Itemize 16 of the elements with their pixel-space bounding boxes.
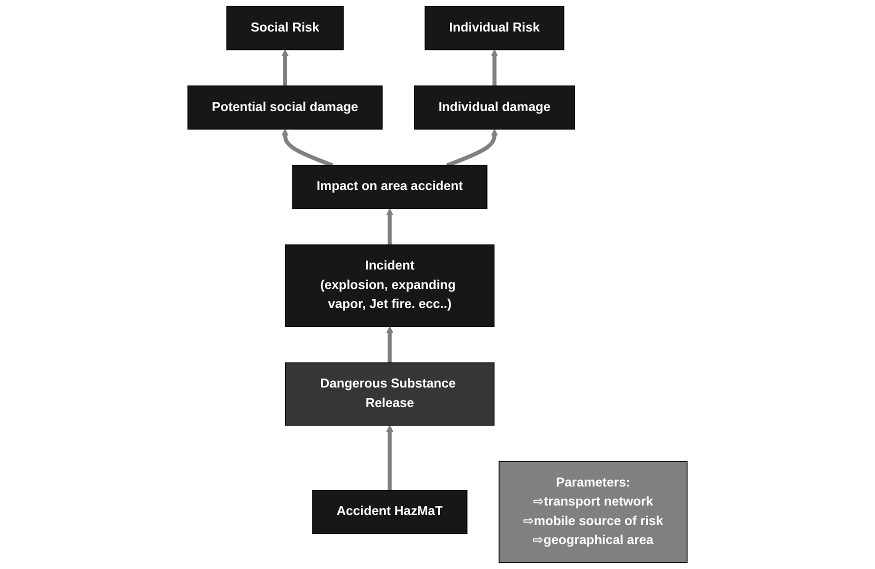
- node-box: Accident HazMaT: [312, 490, 468, 534]
- arrow: [490, 49, 498, 86]
- node-box: Parameters: ⇨transport network ⇨mobile source of risk ⇨geographical area: [498, 461, 688, 563]
- node-box: Impact on area accident: [292, 164, 488, 210]
- node-box: Individual Risk: [424, 6, 564, 50]
- node-box: Individual damage: [414, 85, 575, 130]
- node-box: Social Risk: [226, 6, 344, 50]
- arrow: [386, 425, 394, 490]
- arrow: [446, 128, 498, 168]
- arrow: [282, 128, 334, 168]
- node-box: Incident (explosion, expanding vapor, Jet fire. ecc..): [285, 244, 494, 328]
- node-box: Dangerous Substance Release: [285, 362, 494, 426]
- arrow: [282, 49, 289, 86]
- arrow: [386, 326, 394, 363]
- node-box: Potential social damage: [187, 85, 383, 130]
- arrow: [386, 208, 394, 245]
